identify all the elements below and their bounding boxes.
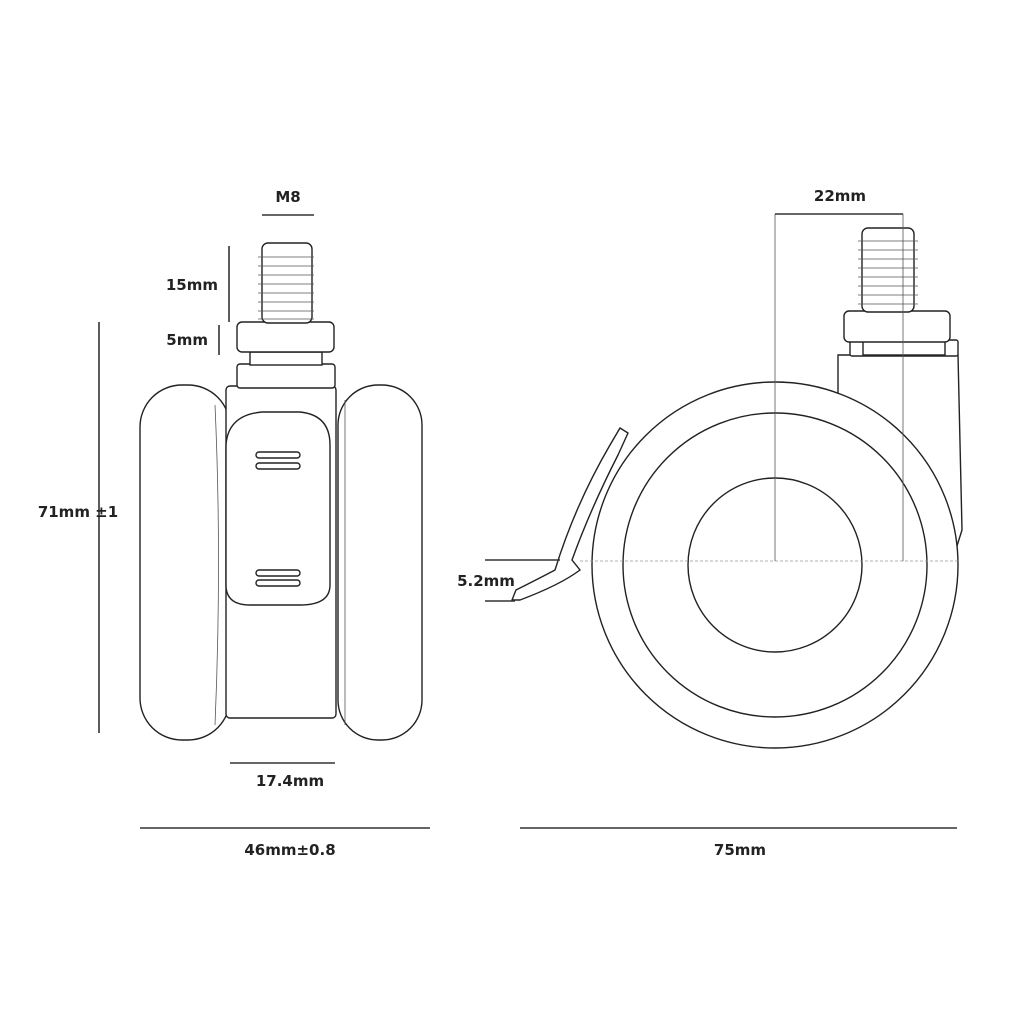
thread [861, 227, 915, 313]
left-wheel-half [139, 384, 231, 741]
fork-body [225, 385, 337, 719]
vent-slot [255, 569, 301, 577]
brake-label: 5.2mm [457, 572, 515, 590]
vent-slot [255, 462, 301, 470]
height-label: 71mm ±1 [38, 503, 118, 521]
front-view: 22mm 5.2mm 75mm [457, 187, 963, 859]
thread-length-label: 15mm [166, 276, 218, 294]
vent-slot [255, 579, 301, 587]
nut [843, 310, 951, 343]
nut-height-label: 5mm [166, 331, 208, 349]
total-width-label: 46mm±0.8 [244, 841, 335, 859]
right-wheel-half [337, 384, 423, 741]
fork-width-label: 17.4mm [256, 772, 324, 790]
thread [261, 242, 313, 324]
thread-size-label: M8 [275, 188, 300, 206]
offset-label: 22mm [814, 187, 866, 205]
nut [236, 321, 335, 353]
diameter-label: 75mm [714, 841, 766, 859]
side-view: M8 15mm 5mm 71mm ±1 17.4mm 46mm±0.8 [38, 188, 430, 859]
vent-slot [255, 451, 301, 459]
stem [236, 242, 336, 389]
brake-lever[interactable] [510, 427, 629, 601]
